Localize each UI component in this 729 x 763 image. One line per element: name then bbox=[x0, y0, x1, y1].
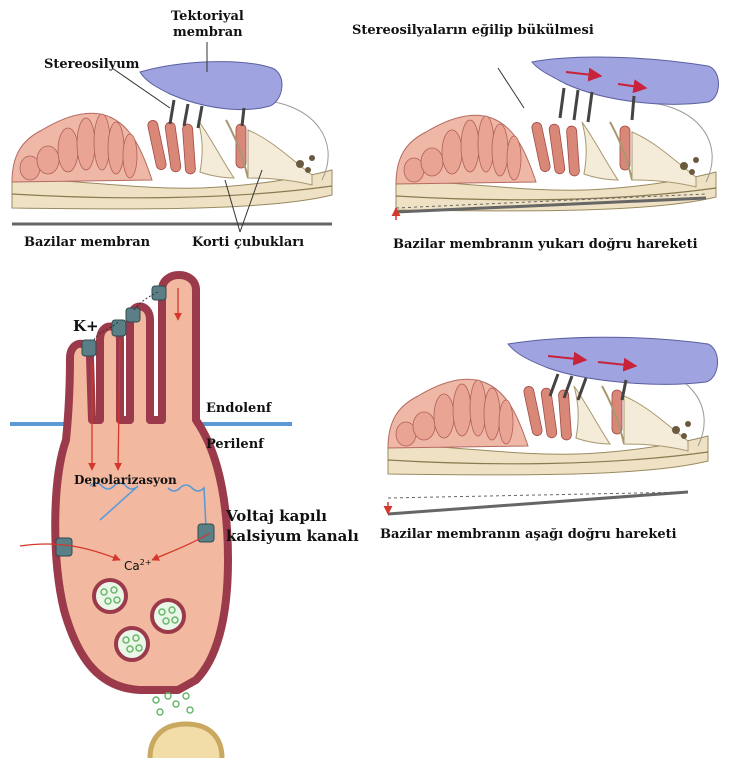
upward-motion-label: Bazilar membranın yukarı doğru hareketi bbox=[393, 238, 698, 253]
panel-top-left bbox=[12, 62, 332, 224]
voltage-channel-label-line2: kalsiyum kanalı bbox=[226, 528, 359, 545]
right-calcium-channel bbox=[198, 524, 214, 542]
left-calcium-channel bbox=[56, 538, 72, 556]
bending-label: Stereosilyaların eğilip bükülmesi bbox=[352, 24, 594, 39]
downward-motion-label: Bazilar membranın aşağı doğru hareketi bbox=[380, 528, 677, 543]
depolarization-label: Depolarizasyon bbox=[74, 474, 177, 488]
endolymph-label: Endolenf bbox=[206, 402, 271, 417]
basilar-membrane-label: Bazilar membran bbox=[24, 236, 150, 251]
voltage-channel-label-line1: Voltaj kapılı bbox=[226, 508, 327, 525]
panel-top-right bbox=[396, 57, 719, 220]
stereocilium-label: Stereosilyum bbox=[44, 58, 139, 73]
perilymph-label: Perilenf bbox=[206, 438, 264, 453]
leader-line-bending bbox=[498, 68, 524, 108]
potassium-label: K+ bbox=[73, 318, 99, 335]
tectorial-label-line1: Tektoriyal bbox=[171, 10, 244, 25]
calcium-ion-label: Ca2+ bbox=[124, 558, 152, 574]
panel-bottom-right bbox=[388, 337, 718, 514]
tectorial-label-line2: membran bbox=[173, 26, 243, 41]
corti-rods-label: Korti çubukları bbox=[192, 236, 304, 251]
